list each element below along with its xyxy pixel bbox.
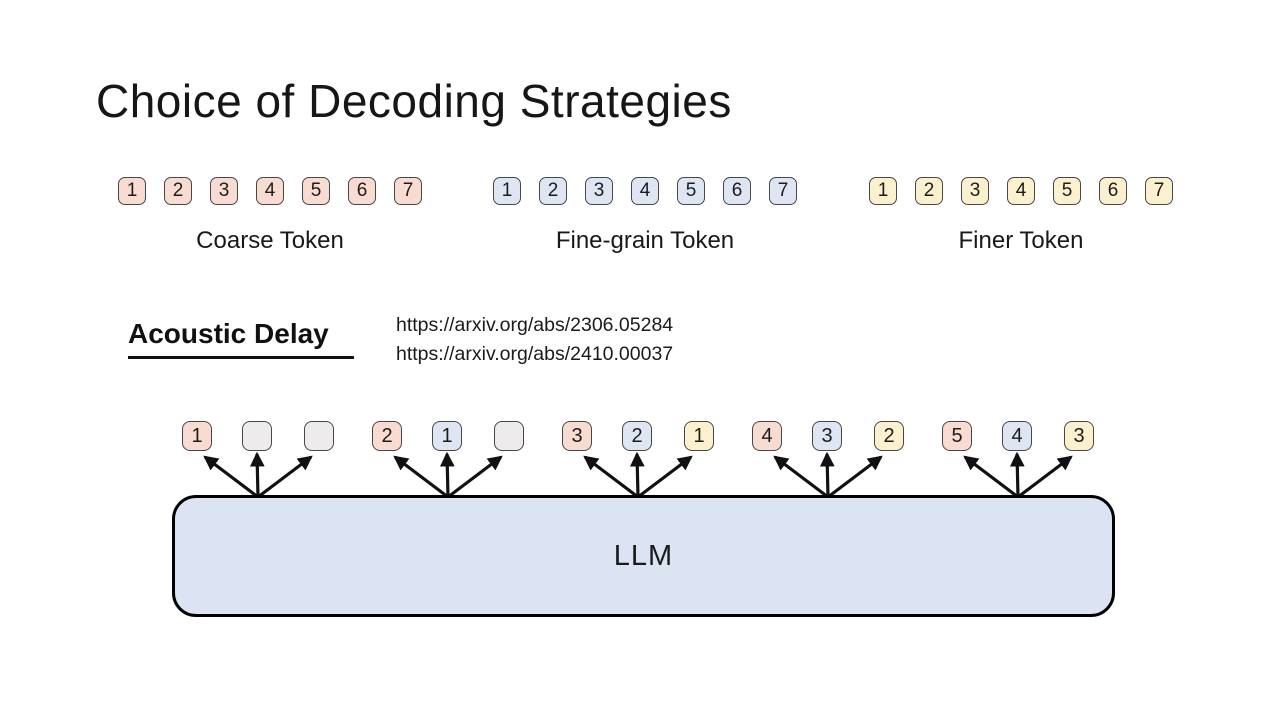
delay-token-box: 3 [562,421,592,451]
delay-token-box: 4 [752,421,782,451]
token-box: 2 [164,177,192,205]
token-box: 5 [302,177,330,205]
fanout-arrow [1017,455,1073,499]
fanout-arrow [439,451,455,498]
delay-token-box: 2 [622,421,652,451]
token-box: 4 [1007,177,1035,205]
arxiv-link-1[interactable]: https://arxiv.org/abs/2306.05284 [396,314,674,336]
delay-token-box: 1 [684,421,714,451]
token-box: 7 [1145,177,1173,205]
token-box: 7 [394,177,422,205]
delay-token-box: 3 [812,421,842,451]
token-box: 2 [539,177,567,205]
delay-token-box: 5 [942,421,972,451]
token-box: 2 [915,177,943,205]
fanout-arrow [819,451,835,498]
delay-token-box: 1 [432,421,462,451]
fanout-arrow [583,455,639,499]
token-box: 6 [723,177,751,205]
arxiv-links: https://arxiv.org/abs/2306.05284 https:/… [396,311,673,369]
token-box: 3 [210,177,238,205]
empty-token-box [242,421,272,451]
token-row-label: Finer Token [958,227,1084,254]
fanout-arrow [249,451,265,498]
delay-token-box: 1 [182,421,212,451]
fanout-arrow [447,455,503,499]
fanout-arrow [203,455,259,499]
llm-label: LLM [613,539,674,572]
token-box: 5 [1053,177,1081,205]
fanout-arrow [257,455,313,499]
slide-title: Choice of Decoding Strategies [96,75,732,127]
fanout-arrow [637,455,693,499]
fanout-arrow [827,455,883,499]
delay-token-box: 3 [1064,421,1094,451]
token-box: 6 [348,177,376,205]
acoustic-delay-heading: Acoustic Delay [128,318,354,359]
token-box: 3 [585,177,613,205]
token-box: 1 [118,177,146,205]
llm-box: LLM [172,495,1115,617]
token-box: 1 [869,177,897,205]
delay-token-box: 4 [1002,421,1032,451]
fanout-arrow [629,451,645,498]
fanout-arrow [1009,451,1025,498]
fanout-arrow [393,455,449,499]
token-box: 6 [1099,177,1127,205]
token-box: 4 [631,177,659,205]
delay-token-box: 2 [372,421,402,451]
delay-token-box: 2 [874,421,904,451]
token-row-label: Coarse Token [196,227,344,254]
token-box: 1 [493,177,521,205]
token-box: 4 [256,177,284,205]
token-box: 7 [769,177,797,205]
token-row-label: Fine-grain Token [555,227,735,254]
token-box: 3 [961,177,989,205]
fanout-arrow [773,455,829,499]
fanout-arrow [963,455,1019,499]
arxiv-link-2[interactable]: https://arxiv.org/abs/2410.00037 [396,343,674,365]
empty-token-box [304,421,334,451]
token-box: 5 [677,177,705,205]
empty-token-box [494,421,524,451]
